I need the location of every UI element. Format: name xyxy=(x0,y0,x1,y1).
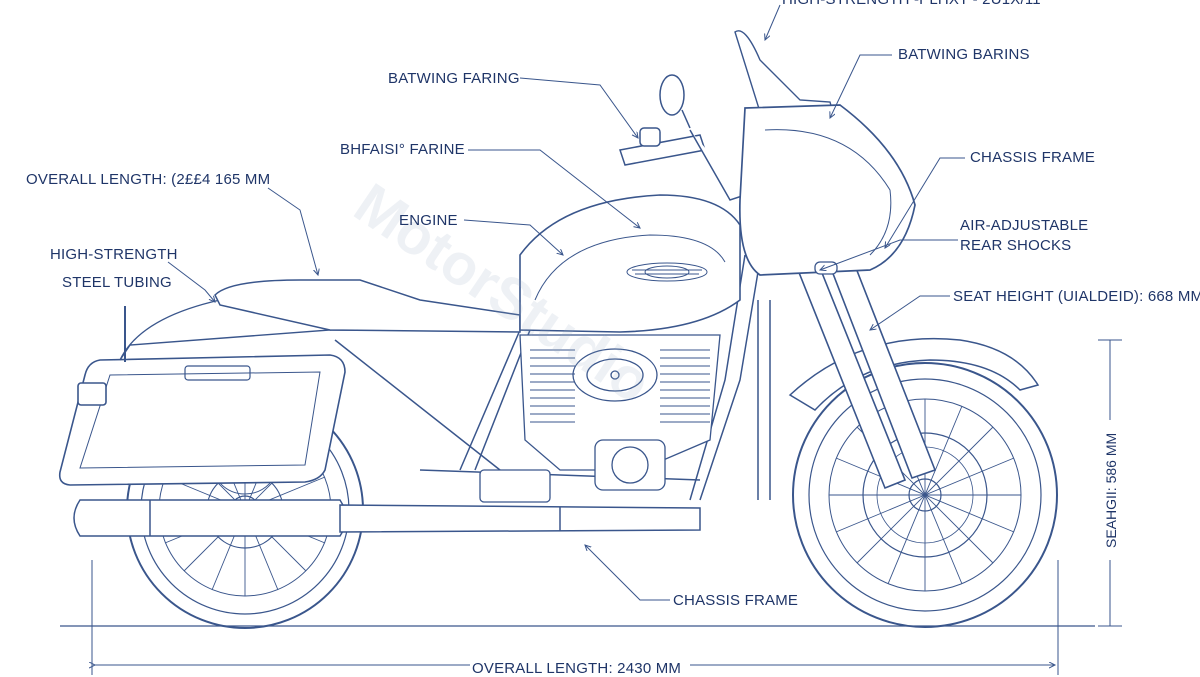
label-air-adjustable: AIR-ADJUSTABLE xyxy=(960,217,1089,234)
label-seat-height-vertical: SEAHGII: 586 MM xyxy=(1103,432,1119,548)
label-bhfaisi-farine: BHFAISI° FARINE xyxy=(340,141,465,158)
label-chassis-frame-top: CHASSIS FRAME xyxy=(970,149,1096,166)
label-seat-height: SEAT HEIGHT (UIALDEID): 668 MM xyxy=(953,288,1200,305)
height-dimension xyxy=(1098,339,1122,627)
label-overall-length-bottom: OVERALL LENGTH: 2430 MM xyxy=(472,660,682,677)
mirror xyxy=(659,74,691,129)
label-overall-length-top: OVERALL LENGTH: (2££4 165 MM xyxy=(26,171,271,188)
label-rear-shocks: REAR SHOCKS xyxy=(960,237,1072,254)
label-batwing-faring: BATWING FARING xyxy=(388,70,520,87)
batwing-fairing xyxy=(738,104,916,276)
label-chassis-frame-bottom: CHASSIS FRAME xyxy=(673,592,799,609)
fuel-tank xyxy=(519,194,741,333)
label-top-spec: HIGH-STRENGTH -PLHXT - 2U1X/11 xyxy=(782,0,1041,8)
saddlebag xyxy=(58,354,346,486)
winged-badge-icon xyxy=(626,262,708,282)
fairing-inner-line xyxy=(764,129,892,256)
seat xyxy=(214,279,521,333)
handlebars xyxy=(619,127,746,201)
label-batwing-barins: BATWING BARINS xyxy=(898,46,1030,63)
label-engine: ENGINE xyxy=(399,212,458,229)
label-high-strength: HIGH-STRENGTH xyxy=(50,246,178,263)
overall-length-dimension xyxy=(92,560,1059,675)
exhaust-pipe xyxy=(73,499,701,537)
engine xyxy=(479,334,721,503)
front-wheel xyxy=(792,362,1058,628)
engine-cooling-fins xyxy=(530,349,710,423)
label-steel-tubing: STEEL TUBING xyxy=(62,274,172,291)
leader-lines xyxy=(167,4,965,601)
